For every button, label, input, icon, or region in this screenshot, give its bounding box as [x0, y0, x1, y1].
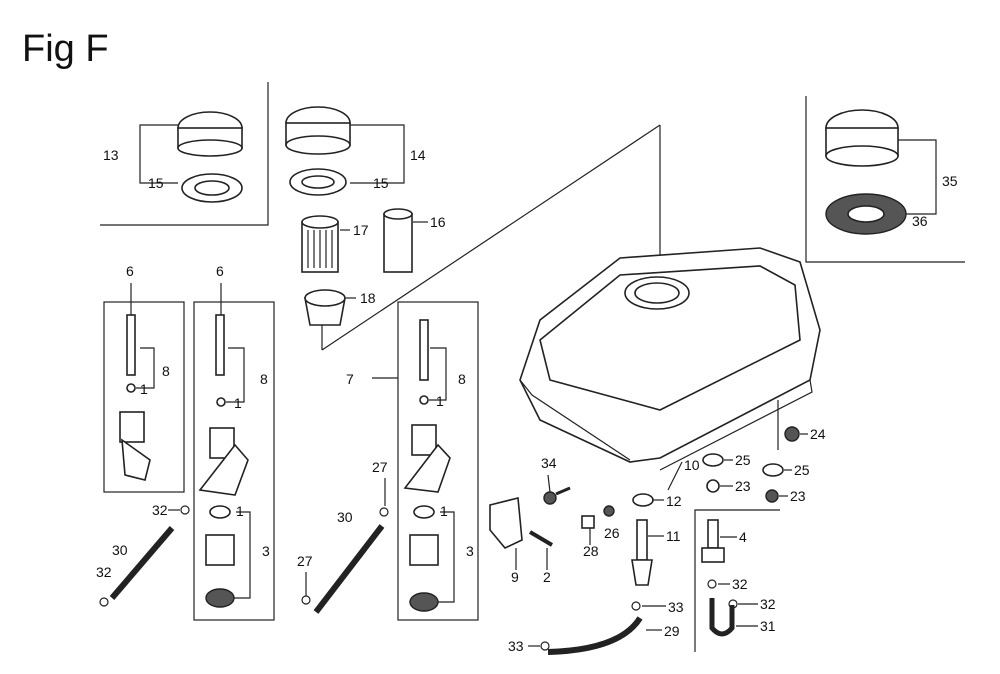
label-8a: 8 [162, 363, 170, 379]
label-1e: 1 [440, 503, 448, 519]
label-31: 31 [760, 618, 776, 634]
label-6b: 6 [216, 263, 224, 279]
label-15b: 15 [373, 175, 389, 191]
label-27b: 27 [297, 553, 313, 569]
washer-25a [702, 453, 724, 467]
label-12: 12 [666, 493, 682, 509]
figure-title: Fig F [22, 28, 109, 70]
strainer-17 [301, 215, 339, 273]
fuel-tank [519, 247, 821, 471]
label-6a: 6 [126, 263, 134, 279]
label-2: 2 [543, 569, 551, 585]
bolt-34 [543, 486, 571, 505]
fuel-cap-13 [177, 111, 243, 157]
label-8c: 8 [458, 371, 466, 387]
nut-24 [784, 426, 800, 442]
label-30a: 30 [112, 542, 128, 558]
fuel-valve-6a [119, 314, 151, 481]
label-28: 28 [583, 543, 599, 559]
label-8b: 8 [260, 371, 268, 387]
label-32a: 32 [152, 502, 168, 518]
fuel-hose-31 [709, 598, 735, 637]
gasket-15b [289, 168, 347, 196]
label-27a: 27 [372, 459, 388, 475]
washer-26 [603, 505, 615, 517]
label-30b: 30 [337, 509, 353, 525]
label-23b: 23 [790, 488, 806, 504]
label-9: 9 [511, 569, 519, 585]
label-10: 10 [684, 457, 700, 473]
fuel-hose-30a [109, 526, 175, 600]
fuel-gauge-9 [489, 496, 523, 549]
inset-box-hose-31 [694, 509, 780, 652]
label-17: 17 [353, 222, 369, 238]
label-24: 24 [810, 426, 826, 442]
label-13: 13 [103, 147, 119, 163]
label-1d: 1 [436, 393, 444, 409]
nut-23a [706, 479, 720, 493]
label-33a: 33 [668, 599, 684, 615]
collar-28 [581, 515, 595, 529]
label-23a: 23 [735, 478, 751, 494]
label-32d: 32 [760, 596, 776, 612]
inset-box-valve-7 [397, 301, 479, 621]
inset-box-valve-6b [193, 301, 275, 621]
washer-12 [632, 493, 654, 507]
gasket-36 [825, 193, 907, 235]
gasket-15a [181, 173, 243, 203]
retainer-18 [304, 289, 346, 326]
washer-25b [762, 463, 784, 477]
nut-23b [765, 489, 779, 503]
label-32b: 32 [96, 564, 112, 580]
label-33b: 33 [508, 638, 524, 654]
label-11: 11 [666, 528, 681, 544]
fuel-hose-30b [313, 524, 385, 614]
label-25a: 25 [735, 452, 751, 468]
inset-box-valve-6a [103, 301, 185, 493]
label-25b: 25 [794, 462, 810, 478]
label-4: 4 [739, 529, 747, 545]
label-15a: 15 [148, 175, 164, 191]
label-7: 7 [346, 371, 354, 387]
label-1c: 1 [236, 503, 244, 519]
label-14: 14 [410, 147, 426, 163]
strainer-16 [383, 208, 413, 273]
label-18: 18 [360, 290, 376, 306]
label-3a: 3 [262, 543, 270, 559]
fuel-valve-7 [403, 319, 451, 612]
label-1b: 1 [234, 395, 242, 411]
fuel-valve-6b [198, 314, 249, 608]
label-1a: 1 [140, 381, 148, 397]
label-26: 26 [604, 525, 620, 541]
inset-box-fuel-cap-13 [100, 82, 269, 226]
fuel-cap-35 [825, 109, 899, 167]
fuel-hose-29 [547, 616, 643, 655]
label-3b: 3 [466, 543, 474, 559]
fitting-4 [701, 519, 725, 563]
bolt-2 [528, 530, 554, 547]
inset-box-fuel-cap-35 [805, 96, 965, 263]
label-34: 34 [541, 455, 557, 471]
label-29: 29 [664, 623, 680, 639]
fuel-filter-11 [631, 519, 653, 586]
fuel-cap-14 [285, 106, 351, 155]
label-35: 35 [942, 173, 958, 189]
label-32c: 32 [732, 576, 748, 592]
label-16: 16 [430, 214, 446, 230]
label-36: 36 [912, 213, 928, 229]
clip-32 [99, 505, 738, 651]
